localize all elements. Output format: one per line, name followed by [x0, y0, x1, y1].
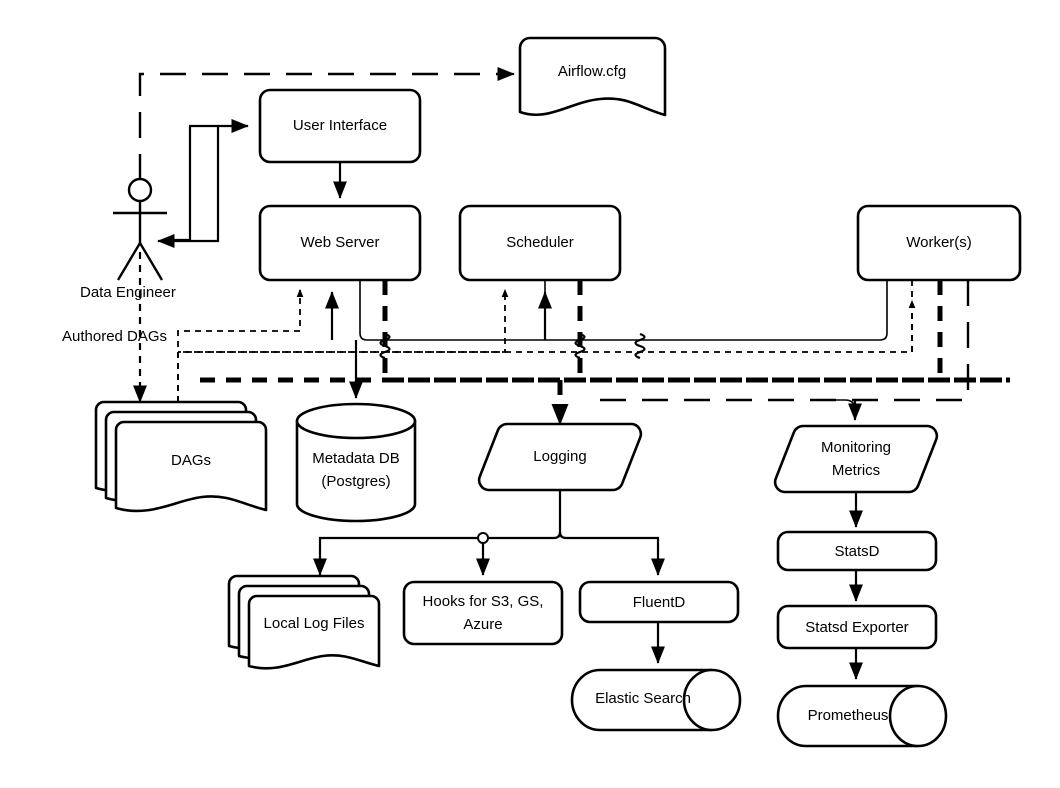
edge-logging-bold-bus — [200, 280, 1010, 418]
edge-engineer-to-user-interface — [165, 118, 249, 242]
edge-user-interface-to-engineer — [157, 126, 220, 249]
bus-line-jumps — [379, 332, 646, 360]
node-label: Statsd Exporter — [805, 619, 908, 636]
node-label: DAGs — [171, 452, 211, 469]
node-label: Logging — [533, 448, 586, 465]
node-statsd-exporter[interactable]: Statsd Exporter — [776, 604, 938, 650]
node-label-line1: Hooks for S3, GS, — [423, 593, 544, 610]
edge-metadata-db-arrows — [324, 291, 553, 340]
node-fluentd[interactable]: FluentD — [578, 580, 740, 624]
node-user-interface[interactable]: User Interface — [258, 88, 422, 164]
node-label-line1: Metadata DB — [312, 450, 400, 467]
node-label-line2: Azure — [463, 616, 502, 633]
node-label-line2: (Postgres) — [321, 473, 390, 490]
node-prometheus[interactable]: Prometheus — [776, 684, 948, 748]
edge-label-authored-dags: Authored DAGs — [62, 328, 167, 345]
node-monitoring-metrics[interactable]: Monitoring Metrics — [773, 424, 939, 494]
edge-dags-to-scheduler — [177, 288, 509, 402]
edge-workers-to-monitoring — [590, 280, 970, 421]
node-logging[interactable]: Logging — [477, 422, 643, 492]
node-label: StatsD — [834, 543, 879, 560]
node-metadata-db[interactable]: Metadata DB (Postgres) — [295, 402, 417, 523]
node-statsd[interactable]: StatsD — [776, 530, 938, 572]
node-label: Web Server — [301, 234, 380, 251]
node-label: User Interface — [293, 117, 387, 134]
edge-dags-to-web-server — [177, 288, 304, 402]
node-airflow-cfg[interactable]: Airflow.cfg — [518, 36, 667, 117]
node-label-line1: Monitoring — [821, 439, 891, 456]
actor-label: Data Engineer — [80, 284, 176, 301]
node-workers[interactable]: Worker(s) — [856, 204, 1022, 282]
node-label: Local Log Files — [264, 615, 365, 632]
node-label: Prometheus — [808, 707, 889, 724]
node-dags[interactable]: DAGs — [94, 400, 268, 513]
node-label: FluentD — [633, 594, 686, 611]
edge-workers-dotted-bus — [178, 280, 916, 353]
actor-data-engineer[interactable]: Data Engineer — [80, 177, 176, 301]
node-label: Worker(s) — [906, 234, 972, 251]
edge-logging-to-sinks — [312, 490, 666, 576]
node-local-log-files[interactable]: Local Log Files — [227, 574, 381, 670]
node-scheduler[interactable]: Scheduler — [458, 204, 622, 282]
node-hooks[interactable]: Hooks for S3, GS, Azure — [402, 580, 564, 646]
edge-engineer-to-airflow-cfg — [138, 66, 515, 180]
edge-metadata-db-bus — [359, 280, 888, 341]
node-label-line2: Metrics — [832, 462, 880, 479]
node-elastic-search[interactable]: Elastic Search — [570, 668, 742, 732]
node-label: Scheduler — [506, 234, 574, 251]
node-label: Elastic Search — [595, 690, 691, 707]
node-web-server[interactable]: Web Server — [258, 204, 422, 282]
node-label: Airflow.cfg — [558, 63, 626, 80]
